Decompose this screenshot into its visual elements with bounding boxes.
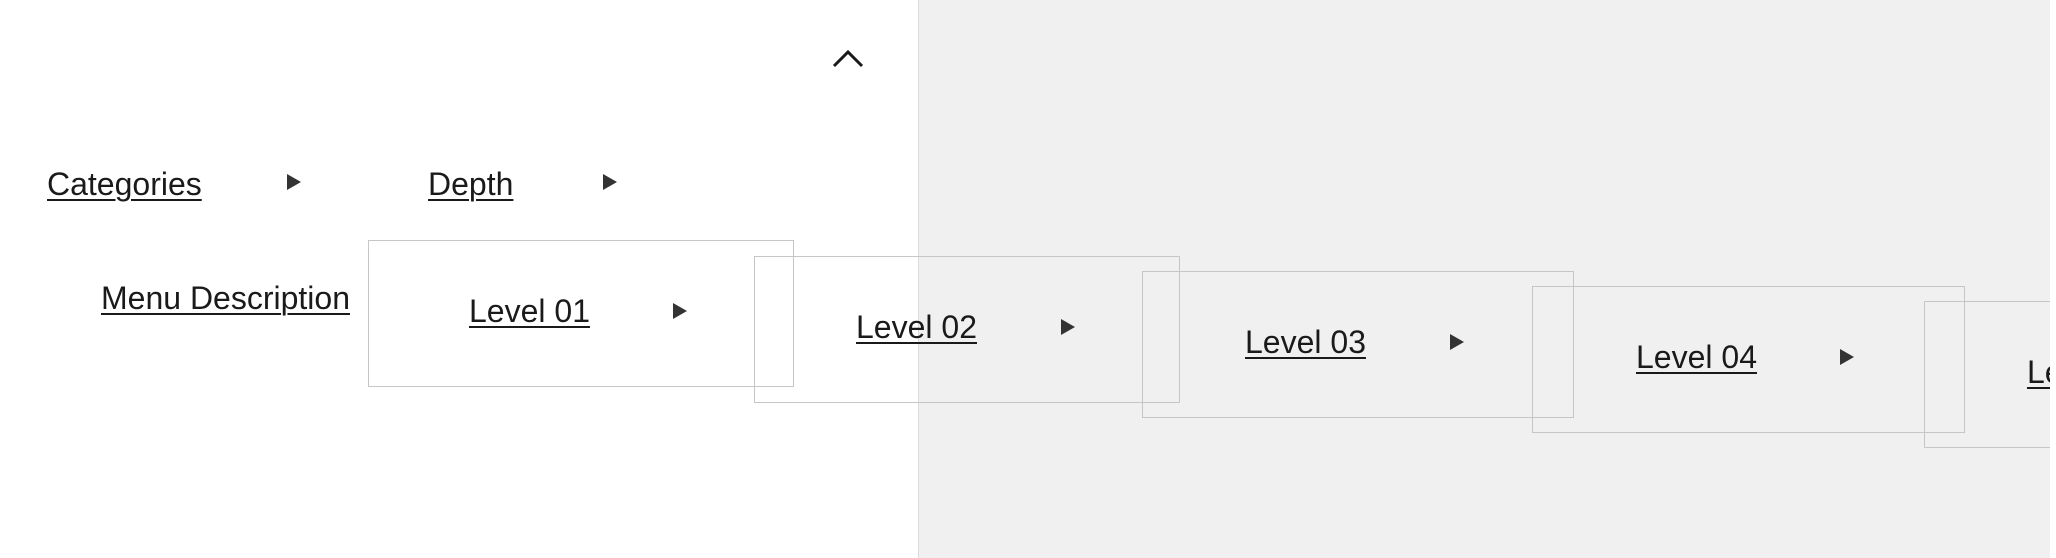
triangle-right-icon xyxy=(287,174,301,190)
preview-panel xyxy=(918,0,2051,558)
depth-expand-button[interactable] xyxy=(602,173,618,191)
level-05-item: Le xyxy=(1924,301,2056,448)
level-01-link[interactable]: Level 01 xyxy=(469,293,590,329)
triangle-right-icon xyxy=(603,174,617,190)
triangle-right-icon xyxy=(1061,319,1075,335)
level-04-link[interactable]: Level 04 xyxy=(1636,339,1757,375)
collapse-button[interactable] xyxy=(828,40,868,76)
level-04-item: Level 04 xyxy=(1532,286,1965,433)
level-02-link[interactable]: Level 02 xyxy=(856,309,977,345)
level-03-link[interactable]: Level 03 xyxy=(1245,324,1366,360)
triangle-right-icon xyxy=(1840,349,1854,365)
triangle-right-icon xyxy=(673,303,687,319)
level-03-expand-button[interactable] xyxy=(1449,333,1465,351)
level-04-expand-button[interactable] xyxy=(1839,348,1855,366)
level-02-expand-button[interactable] xyxy=(1060,318,1076,336)
chevron-up-icon xyxy=(832,49,864,68)
viewport-edge xyxy=(2050,0,2056,558)
level-01-expand-button[interactable] xyxy=(672,302,688,320)
categories-link[interactable]: Categories xyxy=(47,166,202,202)
level-02-item: Level 02 xyxy=(754,256,1180,403)
triangle-right-icon xyxy=(1450,334,1464,350)
categories-expand-button[interactable] xyxy=(286,173,302,191)
level-01-item: Level 01 xyxy=(368,240,794,387)
menu-description-link[interactable]: Menu Description xyxy=(101,280,350,316)
level-03-item: Level 03 xyxy=(1142,271,1574,418)
depth-link[interactable]: Depth xyxy=(428,166,514,202)
